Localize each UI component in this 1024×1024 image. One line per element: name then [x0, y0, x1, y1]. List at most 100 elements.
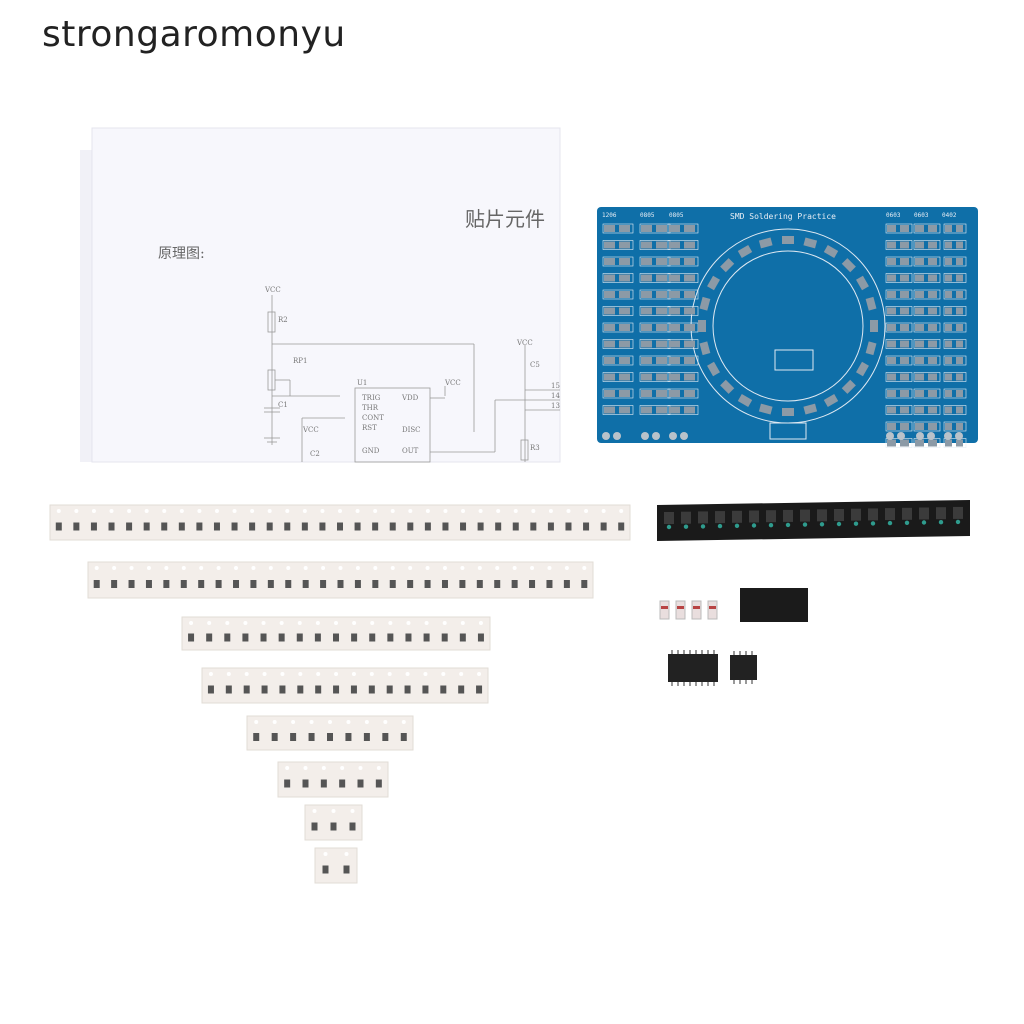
pcb-pad-outline: [667, 372, 699, 382]
pcb-led-pad: [803, 237, 818, 249]
sprocket-hole: [459, 672, 464, 676]
sprocket-hole: [94, 566, 99, 570]
sprocket-hole: [214, 509, 219, 513]
pcb-pad-outline: [885, 322, 913, 333]
led-component: [853, 521, 859, 526]
smd-component: [512, 522, 519, 531]
smd-component: [458, 685, 465, 694]
pcb-pad-outline: [602, 273, 634, 283]
pcb-pad: [604, 324, 615, 331]
smd-component: [196, 522, 203, 531]
pcb-pad: [641, 390, 652, 397]
pcb-pad: [641, 241, 652, 249]
sprocket-hole: [208, 672, 213, 676]
pcb-pad: [641, 274, 652, 282]
smd-component: [311, 822, 318, 831]
tape-pocket: [766, 510, 776, 523]
watermark-text: strongaromonyu: [42, 14, 346, 55]
pcb-pad: [928, 390, 937, 397]
sprocket-hole: [74, 509, 79, 513]
sprocket-hole: [331, 809, 336, 813]
pcb-led-pad: [823, 394, 839, 407]
sprocket-hole: [390, 566, 395, 570]
ic-pin: [683, 650, 685, 654]
tape-pocket: [732, 510, 742, 523]
sprocket-hole: [344, 852, 349, 856]
pcb-pad-outline: [885, 223, 913, 234]
pcb-pad: [915, 324, 924, 331]
sprocket-hole: [285, 509, 290, 513]
smd-component: [345, 733, 352, 741]
pcb-pad-outline: [667, 339, 699, 349]
smd-component: [271, 733, 278, 741]
smd-component: [145, 580, 152, 588]
sprocket-hole: [232, 509, 237, 513]
ic-pin: [695, 682, 697, 686]
pcb-pad: [619, 274, 630, 282]
smd-component: [494, 580, 501, 588]
pcb-through-hole: [641, 432, 649, 440]
smd-component: [213, 522, 220, 531]
pcb-pad-outline: [943, 322, 967, 333]
pcb-pad: [604, 340, 615, 348]
pcb-pad: [604, 390, 615, 397]
smd-component: [297, 685, 304, 694]
sprocket-hole: [424, 621, 429, 625]
sprocket-hole: [406, 621, 411, 625]
pcb-pad: [928, 340, 937, 348]
pcb-pad-outline: [602, 256, 634, 267]
pcb-pad: [928, 258, 937, 265]
ic-pin: [751, 651, 753, 655]
pcb-pad: [619, 390, 630, 397]
schematic-label-u1: U1: [357, 379, 367, 387]
pcb-pad: [887, 373, 896, 381]
pcb-pad: [604, 373, 615, 381]
tape-body: [277, 761, 389, 798]
smd-component: [618, 522, 625, 531]
schematic-label-pin14: 14: [551, 392, 560, 400]
pcb-pad: [887, 340, 896, 348]
pcb-pad: [887, 439, 896, 447]
pcb-pad: [956, 258, 963, 265]
sprocket-hole: [91, 509, 96, 513]
ic-pin: [689, 650, 691, 654]
sprocket-hole: [358, 766, 363, 770]
pcb-pad: [641, 258, 652, 265]
pcb-pad: [656, 274, 667, 282]
smd-component: [243, 685, 250, 694]
pcb-pad: [604, 225, 615, 232]
pcb-pad: [669, 373, 680, 381]
sprocket-hole: [162, 509, 167, 513]
pcb-pad-outline: [943, 405, 967, 415]
smd-component: [424, 522, 431, 531]
pcb-pad-outline: [913, 273, 941, 283]
pcb-led-pad: [841, 379, 856, 394]
smd-component: [206, 633, 213, 642]
pcb-pad: [945, 439, 952, 447]
tape-strip: [181, 616, 491, 651]
pcb-pad: [887, 225, 896, 232]
smd-component: [108, 522, 115, 531]
sprocket-hole: [250, 509, 255, 513]
led-component: [921, 520, 927, 525]
pcb-pad-outline: [913, 388, 941, 399]
pcb-pad: [656, 390, 667, 397]
smd-component: [382, 733, 389, 741]
pcb-pad: [915, 423, 924, 430]
sprocket-hole: [373, 566, 378, 570]
pcb-pad-outline: [913, 405, 941, 415]
pcb-pad: [619, 241, 630, 249]
pcb-pad: [684, 324, 695, 331]
smd-component: [476, 580, 483, 588]
smd-component: [357, 779, 364, 788]
pcb-led-pad: [698, 320, 706, 332]
sprocket-hole: [408, 566, 413, 570]
sprocket-hole: [460, 566, 465, 570]
pcb-pad: [656, 373, 667, 381]
sprocket-hole: [129, 566, 134, 570]
ic-pin: [739, 651, 741, 655]
pcb-pad-outline: [943, 240, 967, 250]
diode: [707, 600, 718, 620]
pcb-pad-outline: [885, 388, 913, 399]
